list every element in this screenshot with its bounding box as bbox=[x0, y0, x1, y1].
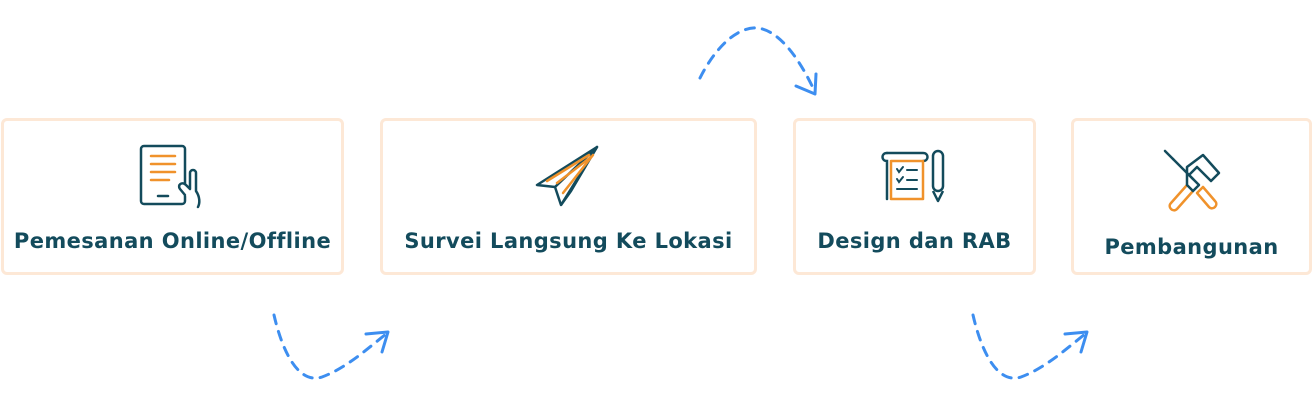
step-label-design: Design dan RAB bbox=[817, 229, 1012, 253]
step-label-survey: Survei Langsung Ke Lokasi bbox=[404, 229, 733, 253]
tablet-form-icon bbox=[138, 143, 208, 213]
step-label-construction: Pembangunan bbox=[1104, 235, 1279, 259]
checklist-scroll-pen-icon bbox=[879, 147, 951, 209]
step-card-construction: Pembangunan bbox=[1071, 118, 1312, 275]
step-label-ordering: Pemesanan Online/Offline bbox=[13, 229, 332, 253]
paper-plane-icon bbox=[533, 143, 605, 213]
hammer-screwdriver-icon bbox=[1157, 145, 1227, 219]
step-card-survey: Survei Langsung Ke Lokasi bbox=[380, 118, 757, 275]
flow-arrow-1 bbox=[272, 313, 390, 380]
flow-arrow-3 bbox=[971, 313, 1089, 380]
step-card-design: Design dan RAB bbox=[793, 118, 1036, 275]
flow-arrow-2 bbox=[698, 26, 818, 96]
step-card-ordering: Pemesanan Online/Offline bbox=[1, 118, 344, 275]
